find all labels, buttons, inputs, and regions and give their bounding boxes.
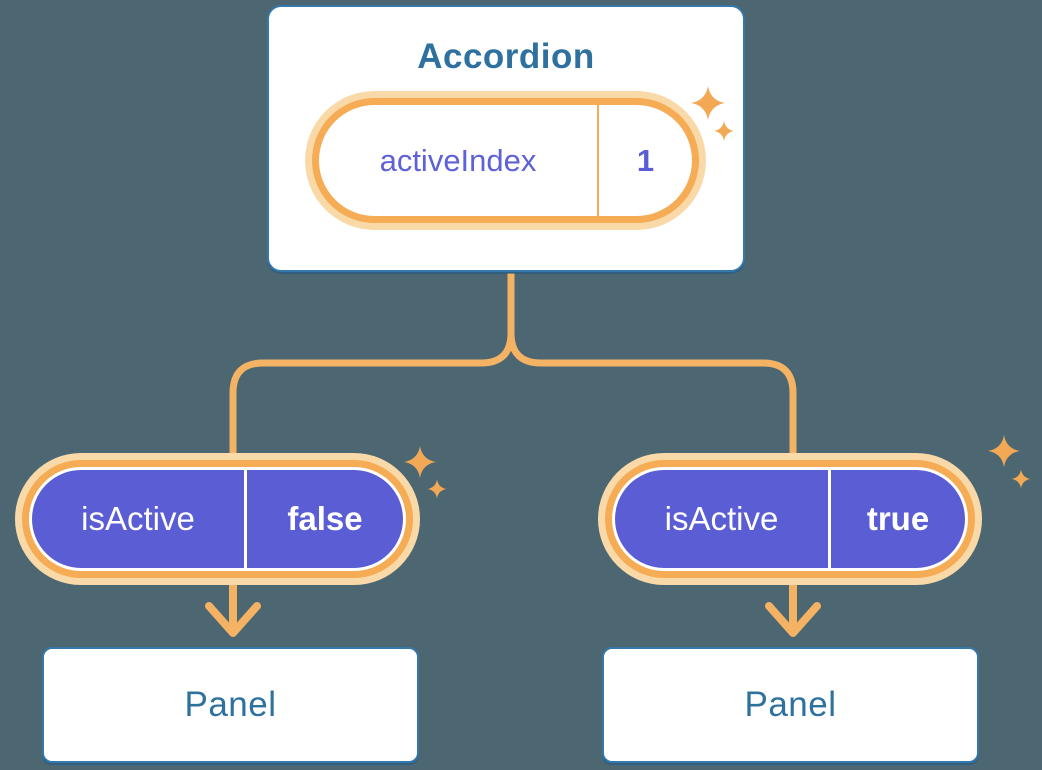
accordion-title: Accordion: [417, 37, 595, 76]
state-name-label: isActive: [81, 500, 195, 537]
state-value: false: [244, 470, 403, 568]
panel-title: Panel: [744, 685, 837, 724]
right-panel-card: Panel: [602, 647, 979, 763]
state-name-label: activeIndex: [379, 142, 537, 178]
connector-root-to-right-child: [507, 273, 797, 461]
left-panel-card: Panel: [42, 647, 419, 763]
tree-connectors: [205, 273, 821, 637]
accordion-component-card: Accordion activeIndex 1: [267, 5, 745, 272]
state-name-label: isActive: [664, 500, 779, 537]
left-arrow-head-icon: [205, 602, 261, 637]
active-index-state-pill: activeIndex 1: [312, 98, 699, 223]
left-is-active-state-pill: isActive false: [29, 467, 406, 571]
right-is-active-state-pill: isActive true: [612, 467, 968, 571]
state-value: 1: [597, 105, 692, 216]
right-arrow-head-icon: [765, 602, 821, 637]
connector-root-to-left-child: [229, 273, 515, 461]
state-value: true: [828, 470, 965, 568]
panel-title: Panel: [184, 685, 277, 724]
